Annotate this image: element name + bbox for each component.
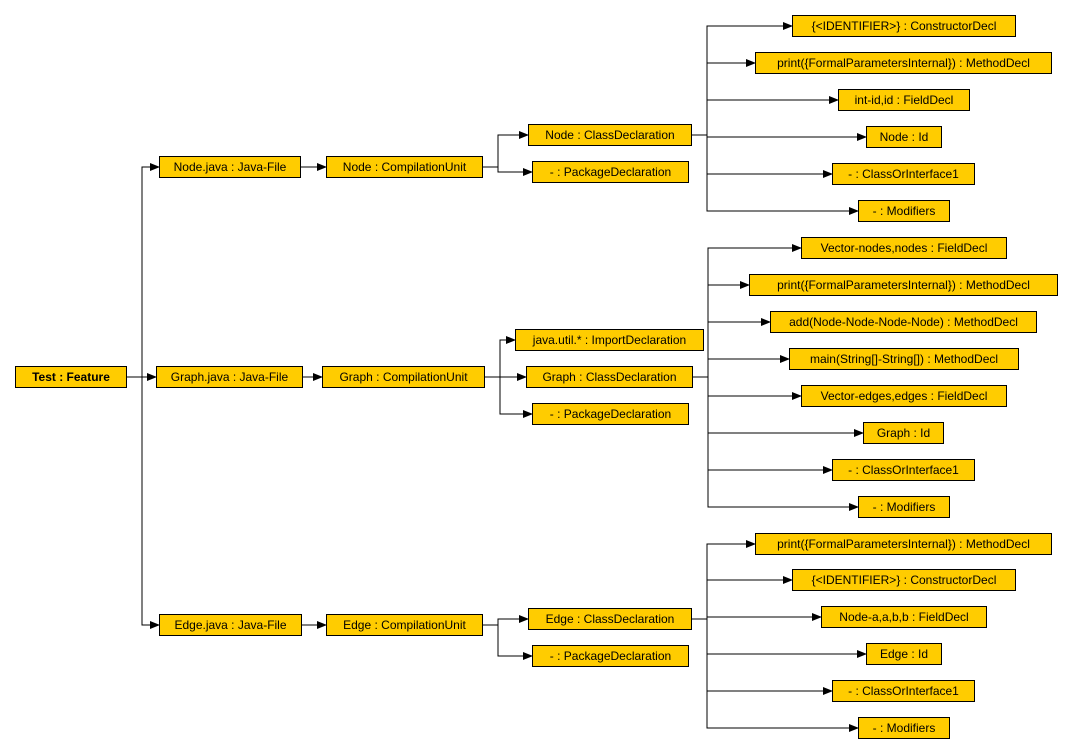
node-edge-file[interactable]: Edge.java : Java-File — [159, 614, 302, 636]
node-n1[interactable]: {<IDENTIFIER>} : ConstructorDecl — [792, 15, 1016, 37]
node-g8[interactable]: - : Modifiers — [858, 496, 950, 518]
edge-node-cd-to-n2 — [692, 59, 756, 136]
node-g2[interactable]: print({FormalParametersInternal}) : Meth… — [749, 274, 1058, 296]
edge-edge-cu-to-edge-cd — [483, 615, 529, 626]
edge-node-cd-to-n4 — [692, 133, 867, 141]
edge-node-cd-to-n3 — [692, 96, 839, 136]
edge-node-cu-to-node-pd — [483, 166, 533, 176]
node-e6[interactable]: - : Modifiers — [858, 717, 950, 739]
node-node-cu[interactable]: Node : CompilationUnit — [326, 156, 483, 178]
node-g6[interactable]: Graph : Id — [863, 422, 944, 444]
edge-graph-cd-to-g5 — [693, 376, 802, 400]
node-e2[interactable]: {<IDENTIFIER>} : ConstructorDecl — [792, 569, 1016, 591]
edge-graph-cd-to-g4 — [693, 355, 790, 378]
node-edge-cu[interactable]: Edge : CompilationUnit — [326, 614, 483, 636]
node-g3[interactable]: add(Node-Node-Node-Node) : MethodDecl — [770, 311, 1037, 333]
node-e4[interactable]: Edge : Id — [866, 643, 942, 665]
edge-graph-cu-to-graph-imp — [485, 336, 516, 378]
edge-graph-cu-to-graph-pd — [485, 376, 533, 418]
edge-edge-cd-to-e1 — [692, 540, 756, 620]
node-node-cd[interactable]: Node : ClassDeclaration — [528, 124, 692, 146]
edge-node-cu-to-node-cd — [483, 131, 529, 168]
edge-edge-cd-to-e6 — [692, 618, 859, 732]
edge-graph-cd-to-g8 — [693, 376, 859, 511]
node-n3[interactable]: int-id,id : FieldDecl — [838, 89, 970, 111]
node-g5[interactable]: Vector-edges,edges : FieldDecl — [801, 385, 1007, 407]
node-graph-pd[interactable]: - : PackageDeclaration — [532, 403, 689, 425]
node-graph-imp[interactable]: java.util.* : ImportDeclaration — [515, 329, 704, 351]
edge-edge-cd-to-e2 — [692, 576, 793, 620]
node-edge-cd[interactable]: Edge : ClassDeclaration — [528, 608, 692, 630]
node-root[interactable]: Test : Feature — [15, 366, 127, 388]
node-e1[interactable]: print({FormalParametersInternal}) : Meth… — [755, 533, 1052, 555]
edge-root-to-edge-file — [127, 376, 160, 629]
edge-edge-cd-to-e3 — [692, 613, 822, 621]
node-n5[interactable]: - : ClassOrInterface1 — [832, 163, 975, 185]
edge-node-cd-to-n5 — [692, 134, 833, 178]
edge-edge-cu-to-edge-pd — [483, 624, 533, 660]
node-graph-cu[interactable]: Graph : CompilationUnit — [322, 366, 485, 388]
node-n6[interactable]: - : Modifiers — [858, 200, 950, 222]
node-e3[interactable]: Node-a,a,b,b : FieldDecl — [821, 606, 987, 628]
edge-root-to-node-file — [127, 163, 160, 378]
node-g7[interactable]: - : ClassOrInterface1 — [832, 459, 975, 481]
node-graph-cd[interactable]: Graph : ClassDeclaration — [526, 366, 693, 388]
edge-graph-cd-to-g3 — [693, 318, 771, 378]
node-n2[interactable]: print({FormalParametersInternal}) : Meth… — [755, 52, 1052, 74]
edge-node-cd-to-n6 — [692, 134, 859, 215]
node-node-pd[interactable]: - : PackageDeclaration — [532, 161, 689, 183]
node-e5[interactable]: - : ClassOrInterface1 — [832, 680, 975, 702]
node-edge-pd[interactable]: - : PackageDeclaration — [532, 645, 689, 667]
edge-edge-cd-to-e5 — [692, 618, 833, 695]
node-node-file[interactable]: Node.java : Java-File — [159, 156, 301, 178]
node-g1[interactable]: Vector-nodes,nodes : FieldDecl — [801, 237, 1007, 259]
node-n4[interactable]: Node : Id — [866, 126, 942, 148]
node-graph-file[interactable]: Graph.java : Java-File — [156, 366, 303, 388]
node-g4[interactable]: main(String[]-String[]) : MethodDecl — [789, 348, 1019, 370]
